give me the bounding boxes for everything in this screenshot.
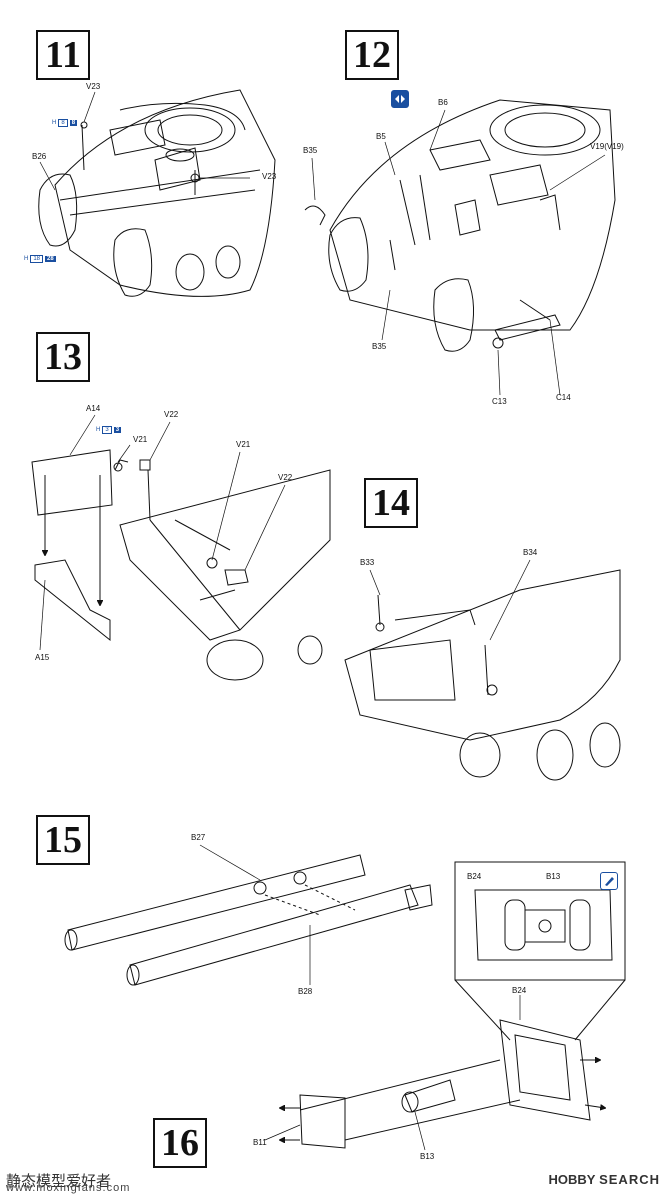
- watermark-hobby: HOBBY: [548, 1172, 596, 1187]
- part-label-b6: B6: [438, 98, 448, 107]
- step-number-13: 13: [36, 332, 90, 382]
- part-label-c13: C13: [492, 397, 507, 406]
- part-label-v22: V22: [278, 473, 293, 482]
- part-label-v23: V23: [262, 172, 277, 181]
- step15-gun-drawing: [64, 854, 433, 986]
- step11-hull-drawing: [38, 89, 276, 297]
- watermark-hobbysearch: HOBBY SEARCH: [549, 1172, 660, 1187]
- part-label-c14: C14: [556, 393, 571, 402]
- part-label-b11: B11: [253, 1138, 267, 1147]
- part-label-b33: B33: [360, 558, 375, 567]
- part-label-v19: V19(V19): [590, 142, 624, 151]
- part-label-b26: B26: [32, 152, 47, 161]
- step15-inset-box: [454, 861, 626, 1041]
- part-label-v21: V21: [133, 435, 148, 444]
- watermark-cn: 静态模型爱好者: [6, 1172, 112, 1190]
- step12-hull-drawing: [304, 99, 616, 352]
- part-label-b35: B35: [372, 342, 387, 351]
- cement-icon: [391, 90, 409, 108]
- part-label-v23: V23: [86, 82, 101, 91]
- step13-rear-drawing: [31, 449, 331, 681]
- step14-rear-drawing: [344, 569, 621, 781]
- part-label-b13: B13: [420, 1152, 435, 1161]
- part-label-b13: B13: [546, 872, 561, 881]
- step-number-14: 14: [364, 478, 418, 528]
- step-number-11: 11: [36, 30, 90, 80]
- paint-icon: [600, 872, 618, 890]
- part-label-b35: B35: [303, 146, 318, 155]
- step16-mantlet-drawing: [280, 1019, 605, 1149]
- part-label-b34: B34: [523, 548, 538, 557]
- watermark-search: SEARCH: [599, 1172, 660, 1187]
- part-label-b24: B24: [512, 986, 527, 995]
- step-number-16: 16: [153, 1118, 207, 1168]
- part-label-a15: A15: [35, 653, 50, 662]
- part-label-b27: B27: [191, 833, 206, 842]
- step-number-15: 15: [36, 815, 90, 865]
- watermark-url: www.moxingfans.com: [6, 1182, 131, 1194]
- leader-lines: [39, 91, 606, 1151]
- part-label-a14: A14: [86, 404, 101, 413]
- part-label-b28: B28: [298, 987, 313, 996]
- step-number-12: 12: [345, 30, 399, 80]
- part-label-b5: B5: [376, 132, 386, 141]
- part-label-b24: B24: [467, 872, 482, 881]
- part-label-v22: V22: [164, 410, 179, 419]
- part-label-v21: V21: [236, 440, 251, 449]
